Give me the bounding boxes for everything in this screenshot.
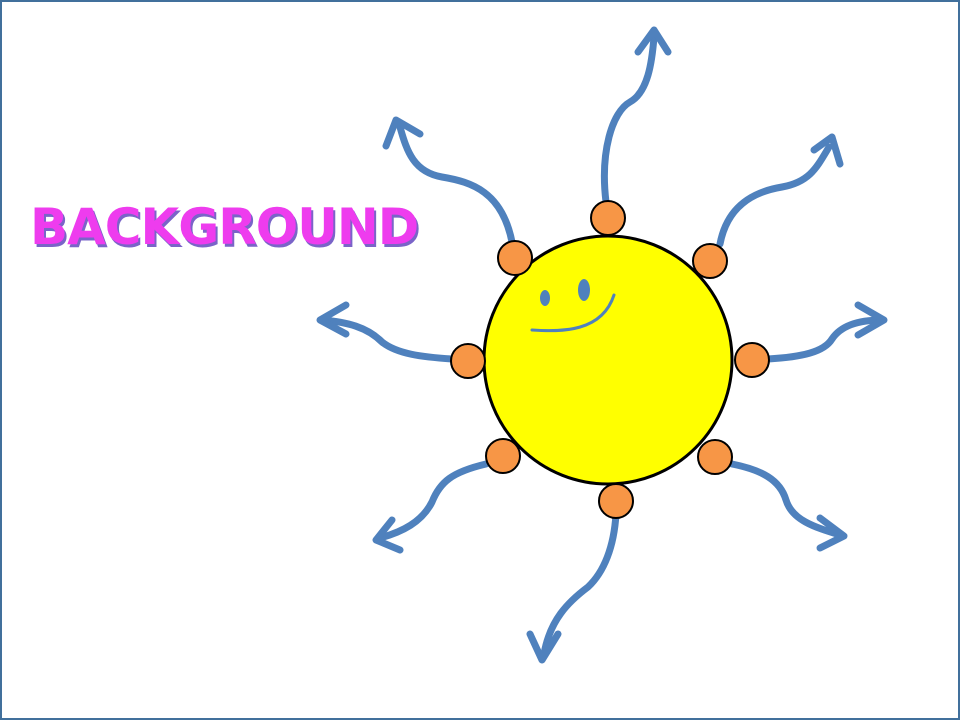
- orange-circle-icon: [697, 439, 733, 475]
- orange-circle-icon: [485, 438, 521, 474]
- wavy-arrow-icon: [382, 116, 516, 246]
- orange-circle-icon: [598, 483, 634, 519]
- orange-circle-icon: [692, 243, 728, 279]
- wavy-arrow-icon: [526, 510, 620, 664]
- orange-circle-icon: [497, 240, 533, 276]
- wavy-arrow-icon: [716, 133, 844, 248]
- wavy-arrow-icon: [600, 26, 672, 206]
- sun-left-eye: [540, 290, 550, 306]
- orange-circle-icon: [590, 200, 626, 236]
- wavy-arrow-icon: [764, 301, 888, 363]
- wavy-arrow-icon: [728, 460, 848, 552]
- slide-title: BACKGROUND: [30, 198, 419, 256]
- orange-circle-icon: [734, 342, 770, 378]
- sun-smile: [530, 293, 616, 333]
- sun-right-eye: [578, 279, 590, 301]
- wavy-arrow-icon: [316, 301, 456, 363]
- wavy-arrow-icon: [372, 460, 490, 554]
- orange-circle-icon: [450, 343, 486, 379]
